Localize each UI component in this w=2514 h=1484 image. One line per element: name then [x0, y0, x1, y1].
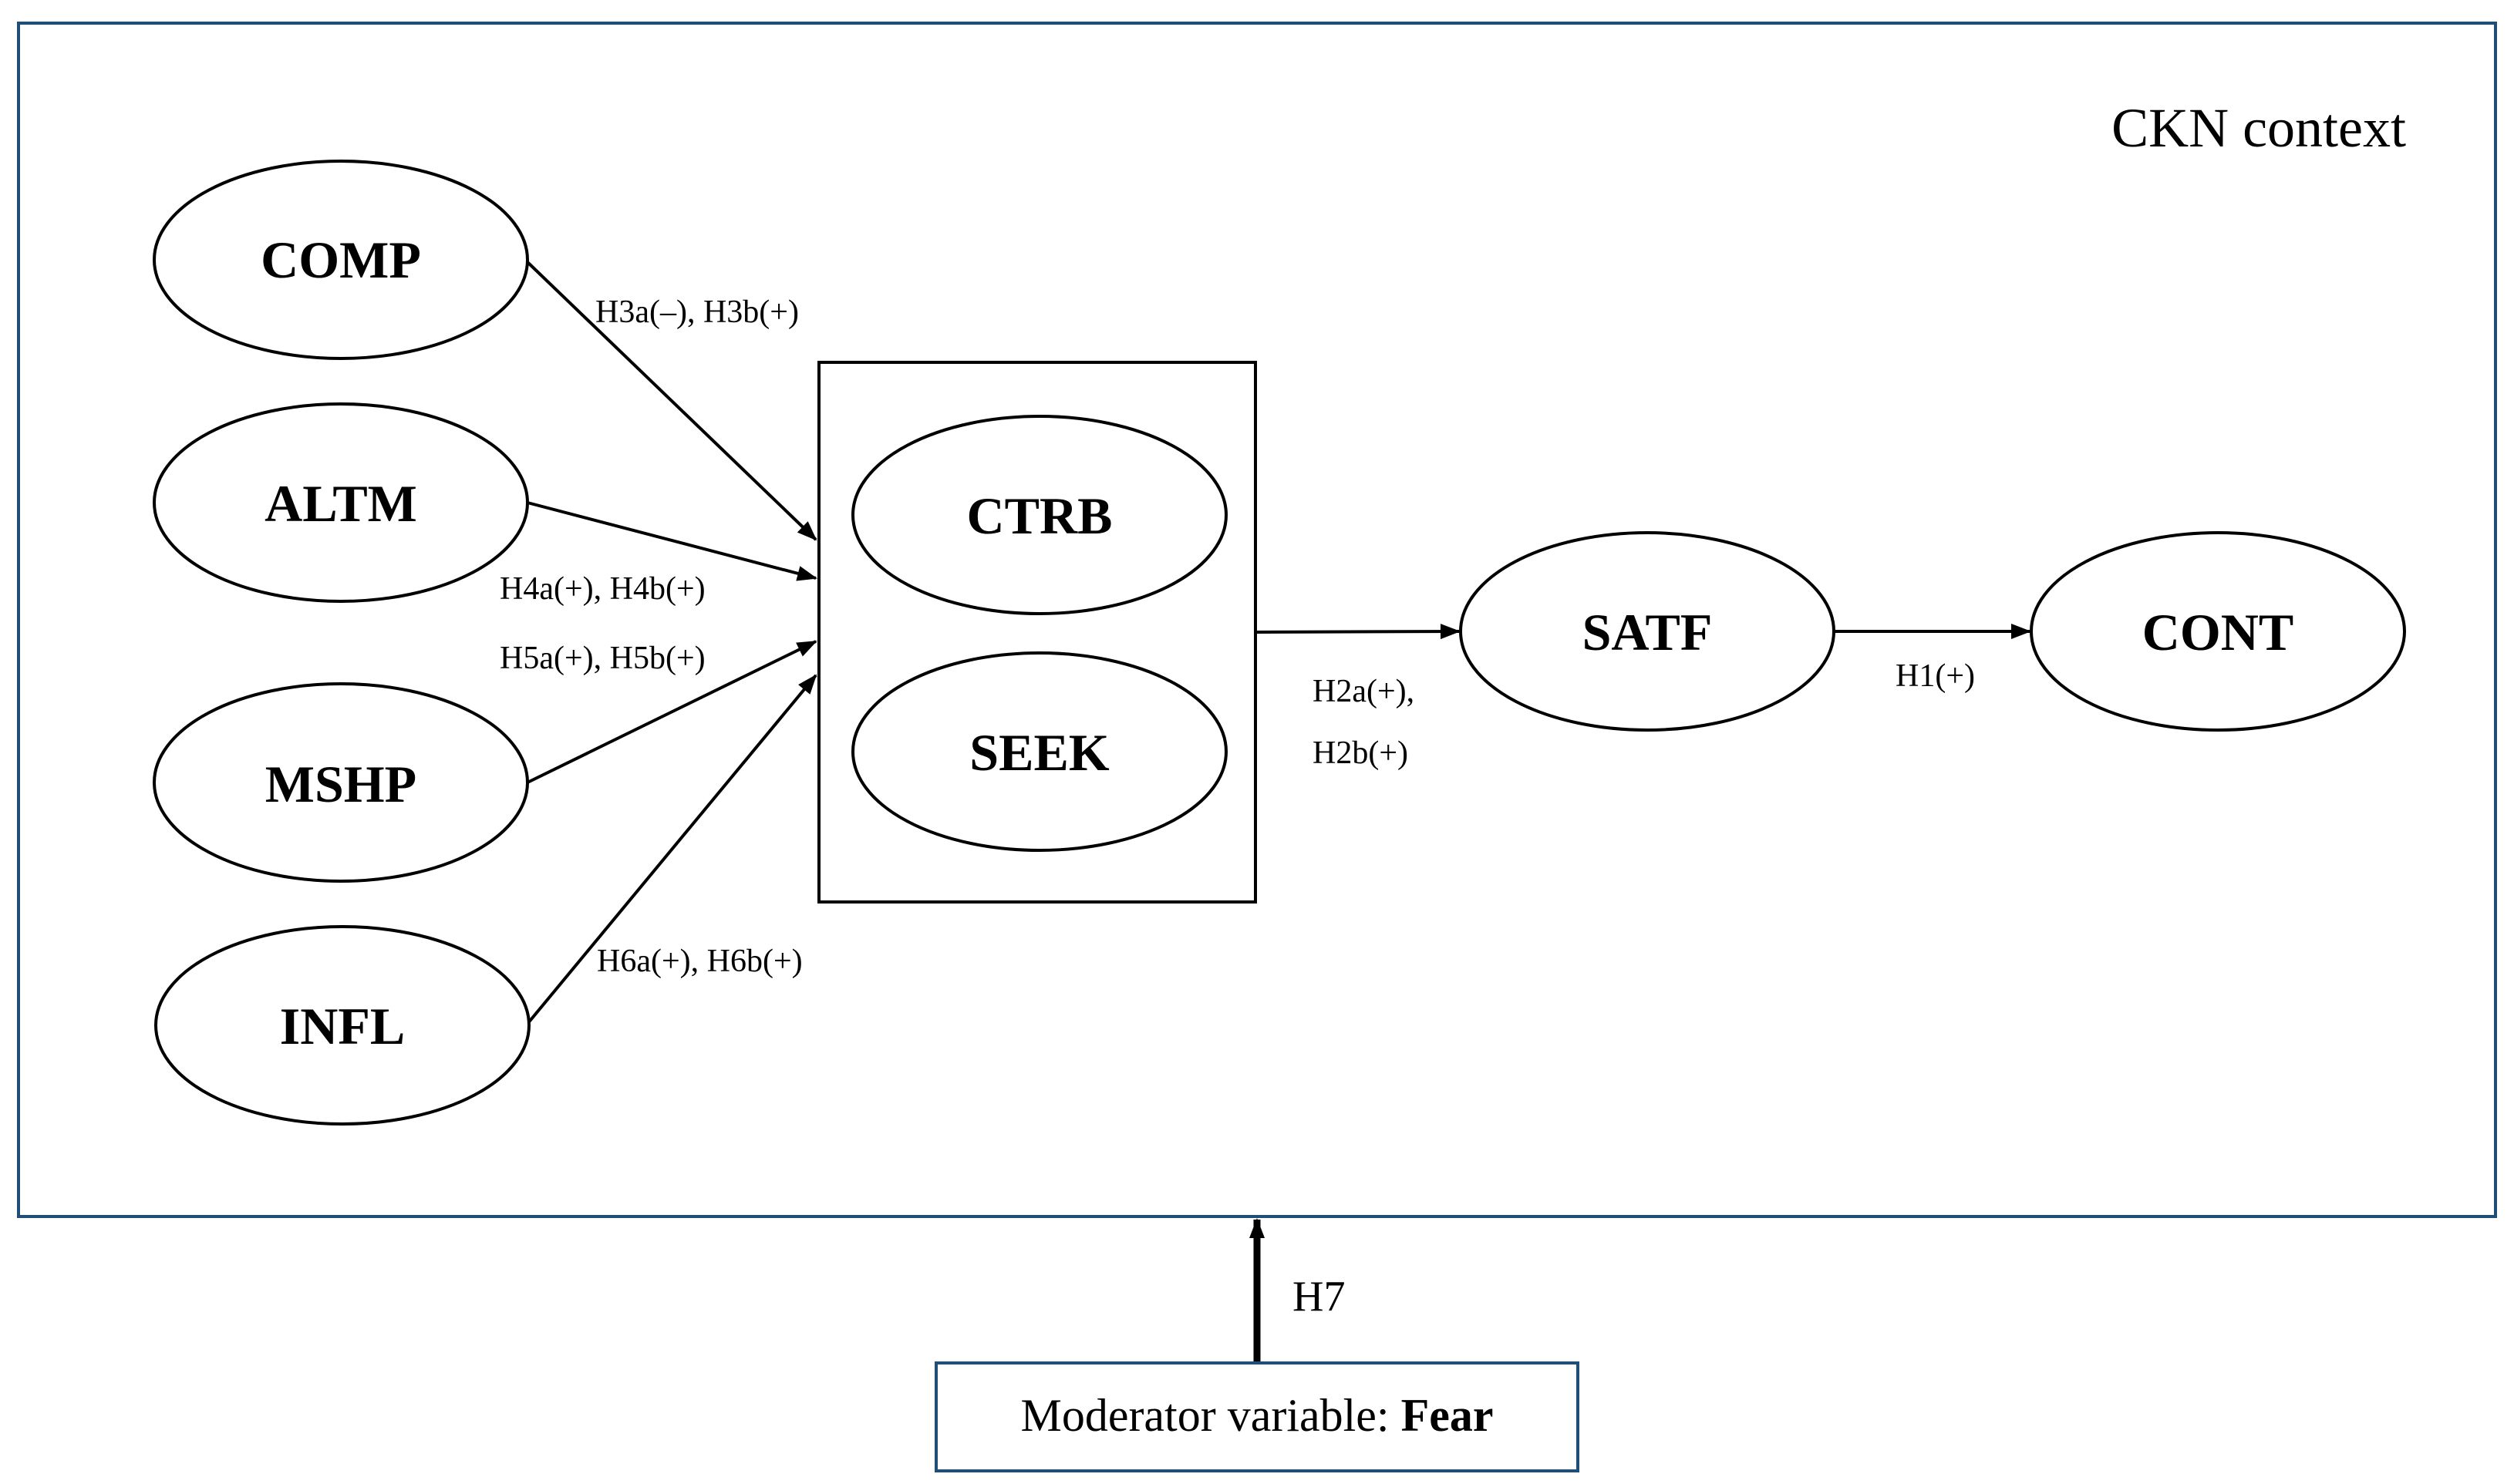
- construct-seek: SEEK: [851, 651, 1228, 852]
- construct-ctrb: CTRB: [851, 415, 1228, 615]
- construct-satf: SATF: [1459, 531, 1835, 732]
- construct-cont: CONT: [2030, 531, 2406, 732]
- construct-ctrb-label: CTRB: [967, 486, 1113, 545]
- hypothesis-h3-label: H3a(–), H3b(+): [595, 294, 799, 330]
- context-label: CKN context: [2111, 97, 2406, 159]
- arrow-mshp-to-mediators: [527, 640, 817, 784]
- hypothesis-h4-label: H4a(+), H4b(+): [500, 571, 706, 607]
- construct-satf-label: SATF: [1582, 603, 1713, 661]
- moderator-box: [935, 1361, 1579, 1472]
- arrow-infl-to-mediators: [526, 674, 817, 1025]
- hypothesis-h7-label: H7: [1292, 1273, 1345, 1321]
- arrow-comp-to-mediators: [526, 261, 817, 541]
- construct-altm-label: ALTM: [265, 474, 417, 533]
- arrow-altm-to-mediators: [527, 501, 817, 581]
- construct-infl: INFL: [154, 925, 531, 1126]
- construct-mshp: MSHP: [153, 682, 529, 883]
- hypothesis-h2-label-line1: H2a(+),: [1313, 674, 1414, 709]
- construct-cont-label: CONT: [2142, 603, 2293, 661]
- construct-seek-label: SEEK: [969, 723, 1110, 782]
- moderator-prefix: Moderator variable:: [1020, 1390, 1400, 1441]
- hypothesis-h5-label: H5a(+), H5b(+): [500, 641, 706, 676]
- arrow-mediators-to-satf: [1255, 624, 1461, 640]
- moderator-label: Moderator variable: Fear: [1020, 1390, 1493, 1441]
- construct-comp-label: COMP: [261, 231, 421, 289]
- construct-mshp-label: MSHP: [265, 755, 416, 813]
- hypothesis-h2-label-line2: H2b(+): [1313, 735, 1408, 771]
- construct-altm: ALTM: [153, 402, 529, 603]
- construct-comp: COMP: [153, 160, 529, 360]
- moderator-name: Fear: [1401, 1390, 1494, 1441]
- hypothesis-h6-label: H6a(+), H6b(+): [597, 944, 803, 979]
- context-frame: [17, 22, 2497, 1218]
- construct-infl-label: INFL: [280, 997, 405, 1055]
- hypothesis-h1-label: H1(+): [1896, 658, 1975, 694]
